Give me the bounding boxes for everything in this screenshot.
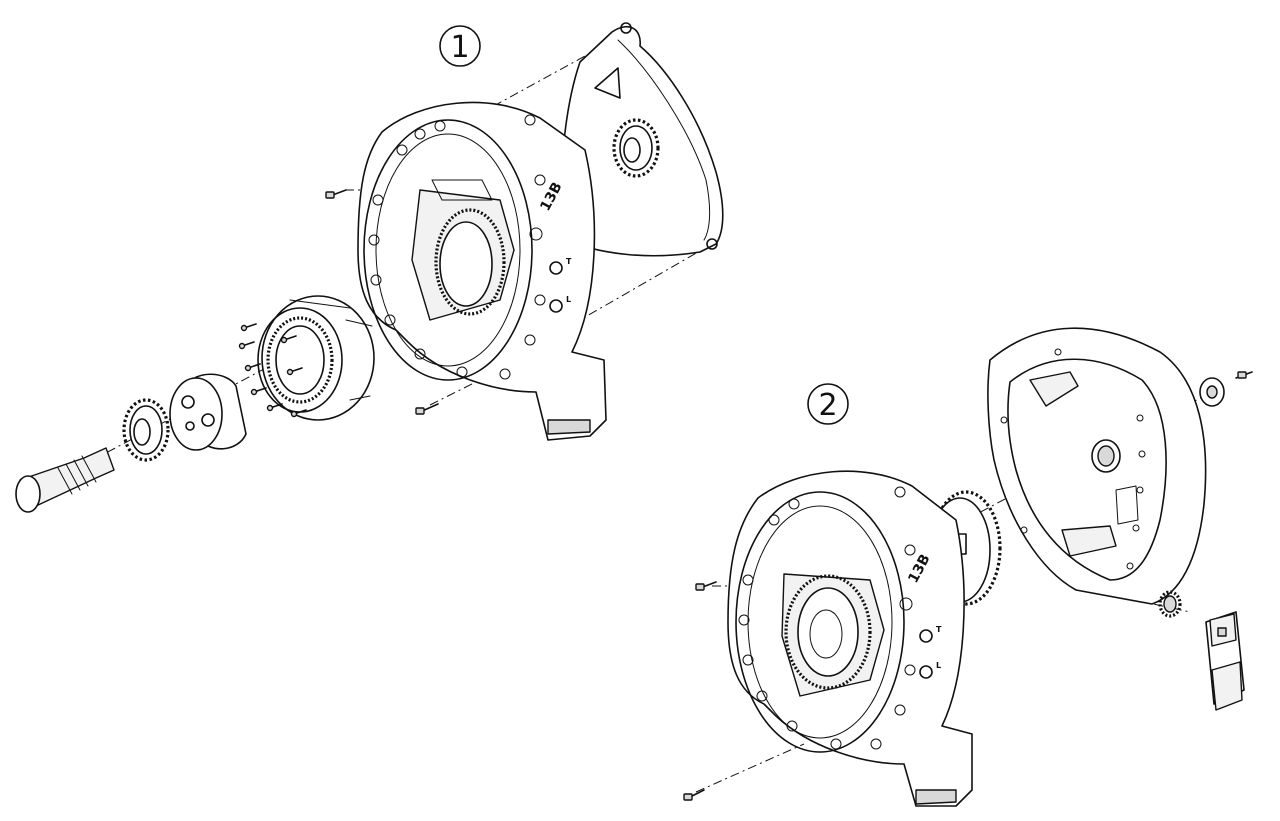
outer-housing-tab-top [1029, 371, 1079, 407]
outer-housing-tab-bottom [1061, 525, 1117, 557]
step-2-number: 2 [818, 388, 837, 423]
housing-screw-bottom-1 [415, 403, 439, 415]
housing-2-mark-a: T [936, 625, 942, 634]
step-2-group: 2 [683, 327, 1253, 807]
outer-housing [987, 327, 1207, 605]
step-1-group: 1 [15, 22, 724, 513]
drive-gear [122, 398, 170, 462]
eccentric-spacer [169, 373, 247, 451]
end-screw [1235, 371, 1253, 379]
housing-screw-top-2 [695, 581, 717, 591]
housing-screw-bottom-2 [683, 789, 705, 801]
main-housing-1: 13B T L [357, 101, 607, 441]
ring-gear-carrier [257, 295, 375, 421]
step-2-callout: 2 [807, 383, 849, 425]
end-bushing [1199, 377, 1225, 407]
housing-1-mark-a: T [566, 257, 572, 266]
housing-1-mark-b: L [566, 295, 571, 304]
housing-2-mark-b: L [936, 661, 941, 670]
idler-gear [612, 118, 660, 178]
housing-screw-top-1 [325, 189, 347, 199]
cover-plate-window [594, 67, 621, 99]
step-1-callout: 1 [439, 25, 481, 67]
carrier-screws [238, 323, 307, 418]
servo-motor [1205, 611, 1245, 711]
drive-shaft [15, 447, 115, 513]
pinion-gear [1158, 590, 1182, 618]
step-1-number: 1 [450, 30, 469, 65]
main-housing-2: 13B T L [727, 470, 973, 807]
